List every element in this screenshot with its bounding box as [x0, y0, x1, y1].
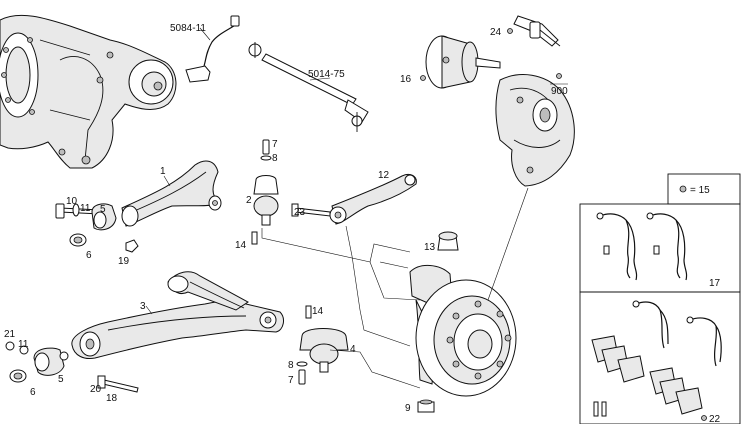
- part-label-7b: 7: [288, 375, 294, 386]
- part-label-21: 21: [4, 329, 16, 340]
- part-label-11b: 11: [18, 339, 29, 350]
- part-label-5b: 5: [58, 374, 64, 385]
- kit-box-15-legend: = 15: [667, 173, 741, 205]
- ref-label-900: 900: [551, 86, 568, 97]
- part-label-4: 4: [350, 344, 356, 355]
- part-label-24: 24: [490, 27, 502, 38]
- part-label-12: 12: [378, 170, 390, 181]
- part-label-9: 9: [405, 403, 411, 414]
- kit-box-17-sensor-cables: 17: [579, 203, 741, 293]
- lower-arm-fasteners: 21 11 5 6 20 18: [4, 329, 139, 404]
- wheel-hub-knuckle: 13 9: [405, 231, 517, 414]
- part-label-22: 22: [709, 414, 721, 424]
- part-label-14a: 14: [235, 240, 247, 251]
- tie-rod-5014-75: 5014-75: [248, 42, 369, 132]
- part-label-6b: 6: [30, 387, 36, 398]
- brake-chamber-16: 16: [400, 35, 501, 89]
- part-label-10: 10: [66, 196, 78, 207]
- upper-arm-fasteners: 10 11 5 6 19: [55, 196, 139, 267]
- lower-ball-joint-4: 14 4 8 7: [288, 305, 356, 386]
- legend-text: = 15: [690, 185, 710, 196]
- kit-box-22-brake-pads: 22: [579, 291, 741, 424]
- sensor-cable-5084-11: 5084-11: [170, 15, 240, 83]
- part-label-3: 3: [140, 301, 146, 312]
- part-label-18: 18: [106, 393, 118, 404]
- part-label-2: 2: [246, 195, 252, 206]
- part-label-8a: 8: [272, 153, 278, 164]
- ref-label-5014-75: 5014-75: [308, 69, 345, 80]
- part-label-16: 16: [400, 74, 412, 85]
- upper-control-arm-1: 1: [121, 160, 222, 227]
- part-label-23: 23: [294, 207, 306, 218]
- part-label-7a: 7: [272, 139, 278, 150]
- part-label-1: 1: [160, 166, 166, 177]
- part-label-5a: 5: [100, 204, 106, 215]
- upper-ball-joint-2: 7 8 2 14: [235, 139, 279, 251]
- part-label-11a: 11: [80, 203, 91, 214]
- part-label-6a: 6: [86, 250, 92, 261]
- part-label-13: 13: [424, 242, 436, 253]
- part-label-8b: 8: [288, 360, 294, 371]
- part-label-20: 20: [90, 384, 102, 395]
- assembly-lines: [261, 187, 529, 389]
- ref-label-5084-11: 5084-11: [170, 23, 206, 34]
- lower-control-arm-3: 3: [71, 271, 284, 359]
- part-label-14b: 14: [312, 306, 324, 317]
- part-label-19: 19: [118, 256, 130, 267]
- part-label-17: 17: [709, 278, 721, 289]
- brake-caliper-900: 900: [495, 73, 575, 187]
- wear-sensor-24: 24: [490, 15, 561, 47]
- axle-differential: [0, 14, 177, 169]
- drag-link-12: 12 23: [291, 170, 417, 225]
